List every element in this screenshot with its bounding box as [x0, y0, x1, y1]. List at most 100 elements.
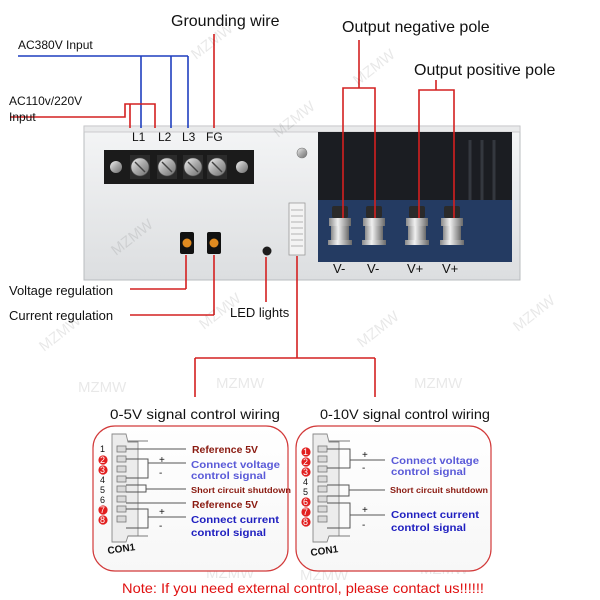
- input-screw-icons: [130, 155, 227, 179]
- power-supply-unit: V- V- V+ V+: [83, 125, 521, 281]
- panel-left-pins: 1 2 3 4 5 6 7 8: [98, 444, 108, 525]
- watermark: MZMW: [78, 379, 127, 396]
- panel-left-connect-current-line2: control signal: [191, 527, 266, 539]
- pin-marker: [301, 517, 311, 527]
- output-label-v-minus-2: V-: [367, 261, 379, 276]
- external-control-note: Note: If you need external control, plea…: [122, 580, 484, 596]
- output-bolt-icons: [328, 206, 464, 245]
- mounting-screw-icon: [296, 147, 308, 159]
- panel-right-plus-bottom: +: [362, 505, 368, 516]
- ac110v-220v-input-label-line2: Input: [9, 110, 36, 124]
- panel-left-plus-bottom: +: [159, 507, 165, 518]
- panel-right-connect-voltage: Connect voltage: [391, 455, 479, 467]
- pin-label: 8: [100, 515, 105, 525]
- pin-marker: [98, 465, 108, 475]
- pin-label: 7: [100, 505, 105, 515]
- panel-left-connect-voltage: Connect voltage: [191, 459, 280, 471]
- panel-right-minus-top: -: [362, 463, 365, 474]
- panel-left-minus-top: -: [159, 468, 162, 479]
- watermark: MZMW: [354, 307, 403, 351]
- panel-right-slots: [317, 445, 328, 523]
- panel-right-plus-top: +: [362, 450, 368, 461]
- panel-left-frame: [92, 425, 289, 572]
- output-negative-pole-label: Output negative pole: [342, 19, 490, 36]
- terminal-label-fg: FG: [206, 130, 223, 144]
- panel-right-con1-label: CON1: [310, 544, 339, 559]
- led-lights-label: LED lights: [230, 305, 290, 320]
- panel-left-slots: [116, 445, 127, 523]
- pin-marker: [301, 507, 311, 517]
- pin-label: 2: [100, 455, 105, 465]
- panel-right: 1 2 3 4 5 6 7 8: [295, 425, 492, 572]
- panel-left-reference-5v-bottom: Reference 5V: [192, 500, 258, 511]
- pin-label: 5: [303, 487, 308, 497]
- panel-right-connect-current: Connect current: [391, 509, 480, 521]
- pin-marker: [301, 497, 311, 507]
- pin-label: 2: [303, 457, 308, 467]
- pin-label: 7: [303, 507, 308, 517]
- pin-label: 3: [100, 465, 105, 475]
- panel-right-short-circuit: Short circuit shutdown: [390, 485, 488, 495]
- panel-left: 1 2 3 4 5 6 7 8: [92, 425, 291, 572]
- pin-label: 1: [100, 444, 105, 454]
- panel-right-frame: [295, 425, 492, 572]
- panel-left-reference-5v-top: Reference 5V: [192, 445, 258, 456]
- panel-right-title: 0-10V signal control wiring: [320, 406, 490, 422]
- positive-pole-wires: [418, 80, 455, 218]
- pin-label: 6: [303, 497, 308, 507]
- terminal-label-l1: L1: [132, 130, 146, 144]
- ac110v-wires: [10, 103, 156, 128]
- signal-connector-wires: [194, 256, 376, 397]
- pin-label: 6: [100, 495, 105, 505]
- led-icon: [262, 246, 272, 256]
- watermark: MZMW: [510, 291, 559, 335]
- terminal-label-l3: L3: [182, 130, 196, 144]
- pin-label: 4: [100, 475, 105, 485]
- ac110v-220v-input-label: AC110v/220V: [9, 94, 82, 108]
- output-label-v-minus-1: V-: [333, 261, 345, 276]
- pin-label: 1: [303, 447, 308, 457]
- panel-right-connect-voltage-line2: control signal: [391, 466, 466, 478]
- pin-marker: [301, 447, 311, 457]
- voltage-regulation-label: Voltage regulation: [9, 283, 113, 298]
- panel-right-wiring: [327, 448, 385, 529]
- panel-left-connect-current: Connect current: [191, 514, 280, 526]
- panel-left-minus-bottom: -: [159, 521, 162, 532]
- panel-left-con1-label: CON1: [107, 542, 136, 557]
- input-terminal-block: [104, 150, 254, 184]
- panel-right-pins: 1 2 3 4 5 6 7 8: [301, 447, 311, 527]
- current-regulation-label: Current regulation: [9, 308, 113, 323]
- ac380v-wires: [18, 55, 189, 128]
- watermark: MZMW: [350, 45, 399, 89]
- terminal-end-screw-icon: [236, 161, 248, 173]
- panel-left-short-circuit: Short circuit shutdown: [191, 485, 291, 495]
- pin-label: 8: [303, 517, 308, 527]
- panel-left-connect-voltage-line2: control signal: [191, 470, 266, 482]
- panel-left-wiring: [126, 448, 186, 529]
- watermark: MZMW: [414, 375, 463, 392]
- pin-marker: [98, 515, 108, 525]
- pin-label: 5: [100, 485, 105, 495]
- panel-right-connect-current-line2: control signal: [391, 522, 466, 534]
- negative-pole-wires: [342, 40, 376, 218]
- output-fins: [468, 140, 496, 200]
- output-positive-pole-label: Output positive pole: [414, 62, 556, 79]
- output-label-v-plus-1: V+: [407, 261, 423, 276]
- signal-connector: [288, 202, 306, 256]
- pin-marker: [301, 457, 311, 467]
- pin-marker: [98, 455, 108, 465]
- panel-right-minus-bottom: -: [362, 520, 365, 531]
- pin-label: 4: [303, 477, 308, 487]
- pin-label: 3: [303, 467, 308, 477]
- pin-marker: [98, 505, 108, 515]
- regulation-wires: [185, 255, 267, 315]
- pin-marker: [301, 467, 311, 477]
- current-potentiometer: [207, 232, 221, 254]
- voltage-potentiometer: [180, 232, 194, 254]
- terminal-label-l2: L2: [158, 130, 172, 144]
- panel-left-plus-top: +: [159, 455, 165, 466]
- terminal-end-screw-icon: [110, 161, 122, 173]
- ac380v-input-label: AC380V Input: [18, 38, 93, 52]
- panel-left-title: 0-5V signal control wiring: [110, 406, 280, 422]
